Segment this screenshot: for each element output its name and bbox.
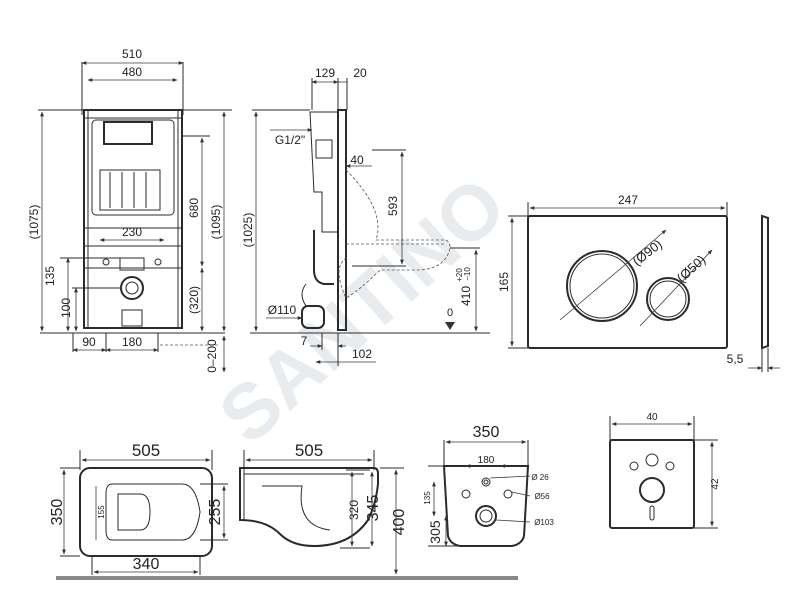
watermark: SANTINO [202, 160, 522, 460]
frame-dim-0-200: 0–200 [205, 339, 219, 373]
side-dim-129: 129 [315, 66, 335, 80]
bowl-rear-d103: Ø103 [534, 518, 554, 527]
bowl-side-h320: 320 [347, 500, 361, 520]
bowl-side-h345: 345 [365, 495, 382, 522]
frame-width-outer: 510 [122, 47, 142, 61]
side-dim-102: 102 [352, 347, 372, 361]
bowl-top-depth: 340 [133, 556, 160, 573]
side-dim-593: 593 [386, 196, 400, 216]
plate-height: 165 [497, 272, 511, 292]
frame-dim-1095: (1095) [209, 205, 223, 240]
bowl-rear-width: 350 [473, 424, 500, 441]
gasket-height: 42 [710, 478, 721, 490]
bowl-rear-h305: 305 [427, 520, 443, 544]
frame-width-inner: 480 [122, 65, 142, 79]
bowl-top-length: 505 [132, 441, 160, 460]
floor-line [56, 576, 518, 580]
side-dim-410: 410 [459, 286, 473, 306]
side-g-half: G1/2" [275, 133, 305, 147]
side-dim-7: 7 [301, 334, 308, 348]
plate-large-button: (Ø90) [630, 236, 665, 268]
bowl-top-width: 350 [49, 499, 66, 526]
side-dim-410-tol-top: +20 [455, 268, 464, 282]
side-zero: 0 [447, 307, 453, 319]
bowl-top-small: 155 [97, 505, 106, 519]
bowl-top-view: 505 155 350 255 340 [49, 441, 228, 575]
bowl-top-inner: 255 [207, 499, 224, 526]
frame-dim-320: (320) [187, 286, 201, 314]
bowl-rear-d56: Ø56 [534, 492, 550, 501]
bowl-rear-h135: 135 [423, 491, 432, 505]
frame-dim-100: 100 [59, 298, 73, 318]
bowl-side-view: 505 320 345 400 [56, 441, 518, 580]
side-view: 129 20 G1/2" 40 593 (1025) 410 [241, 66, 490, 366]
frame-dim-135: 135 [43, 266, 57, 286]
gasket-view: 40 42 [609, 412, 721, 529]
side-dim-40: 40 [350, 153, 364, 167]
frame-dim-230: 230 [122, 225, 142, 239]
gasket-width: 40 [646, 412, 658, 423]
bowl-rear-view: 350 180 Ø 26 Ø56 Ø103 135 305 [423, 424, 554, 547]
bowl-side-h400: 400 [391, 509, 408, 536]
frame-dim-90: 90 [82, 335, 96, 349]
bowl-rear-spacing: 180 [478, 455, 495, 466]
side-dim-110: Ø110 [268, 303, 297, 317]
frame-dim-180: 180 [122, 335, 142, 349]
flush-plate: 247 (Ø90) (Ø50) 165 5,5 [497, 193, 780, 372]
frame-dim-680: 680 [187, 198, 201, 218]
side-dim-1025: (1025) [241, 213, 255, 248]
plate-width: 247 [618, 193, 638, 207]
bowl-side-length: 505 [295, 441, 323, 460]
side-dim-410-tol-bot: −10 [463, 267, 472, 281]
frame-height-total: (1075) [27, 205, 41, 240]
side-dim-20: 20 [353, 66, 367, 80]
plate-small-button: (Ø50) [674, 252, 709, 285]
plate-thickness: 5,5 [727, 352, 744, 366]
frame-front-view: 510 480 (1075) 135 [27, 47, 232, 373]
bowl-rear-d26: Ø 26 [531, 473, 549, 482]
